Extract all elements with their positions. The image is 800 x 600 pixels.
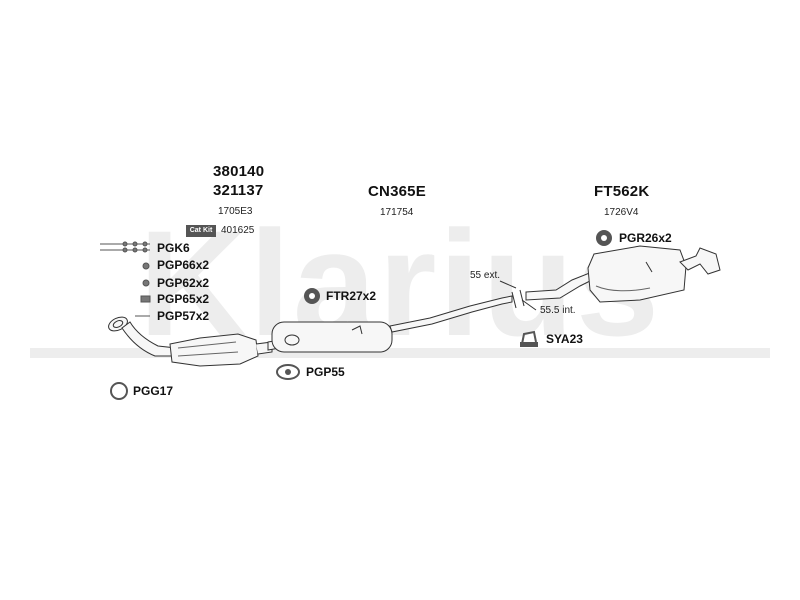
- fitting-pgp65: PGP65x2: [157, 292, 210, 306]
- fitting-pgg17: PGG17: [133, 384, 174, 398]
- joint-int-label: 55.5 int.: [540, 305, 576, 316]
- joint-ext-label: 55 ext.: [470, 270, 501, 281]
- pgr26-rubber-icon: [596, 230, 612, 246]
- sya23-clamp-icon: [520, 330, 538, 347]
- rear-silencer: [587, 245, 687, 303]
- middle-tailpipe: [389, 295, 513, 333]
- middle-silencer: [271, 321, 393, 353]
- joint-arrows: [499, 280, 537, 311]
- pgp62-clamp-icon: [142, 279, 150, 287]
- front-code-1: 380140: [213, 163, 265, 180]
- front-code-2: 321137: [213, 182, 264, 199]
- pgp65-clamp-icon: [140, 295, 151, 303]
- pgp66-clamp-icon: [142, 262, 150, 270]
- pgp55-clamp-icon: [276, 364, 300, 380]
- middle-code: CN365E: [368, 183, 426, 200]
- cat-kit-badge: Cat Kit: [186, 225, 216, 237]
- middle-ref: 171754: [380, 207, 414, 218]
- fitting-ftr27: FTR27x2: [326, 289, 377, 303]
- cat-kit-ref: 401625: [221, 225, 255, 236]
- fitting-pgp62: PGP62x2: [157, 276, 210, 290]
- fitting-pgp66: PGP66x2: [157, 258, 210, 272]
- fitting-pgp55: PGP55: [306, 365, 345, 379]
- rear-tailpipe: [679, 247, 721, 275]
- front-downpipe: [108, 316, 177, 357]
- ftr27-rubber-icon: [304, 288, 320, 304]
- pipe-joint-cut: [511, 289, 525, 309]
- pgg17-gasket-icon: [110, 382, 128, 400]
- fitting-pgk6: PGK6: [157, 241, 190, 255]
- rear-ref: 1726V4: [604, 207, 639, 218]
- rear-code: FT562K: [594, 183, 650, 200]
- front-fittings-icons: [100, 241, 151, 317]
- pgk6-bolts-icon: [100, 241, 150, 253]
- catalytic-converter: [169, 333, 273, 367]
- fitting-sya23: SYA23: [546, 332, 583, 346]
- fitting-pgp57: PGP57x2: [157, 309, 210, 323]
- front-ref: 1705E3: [218, 206, 253, 217]
- fitting-pgr26: PGR26x2: [619, 231, 672, 245]
